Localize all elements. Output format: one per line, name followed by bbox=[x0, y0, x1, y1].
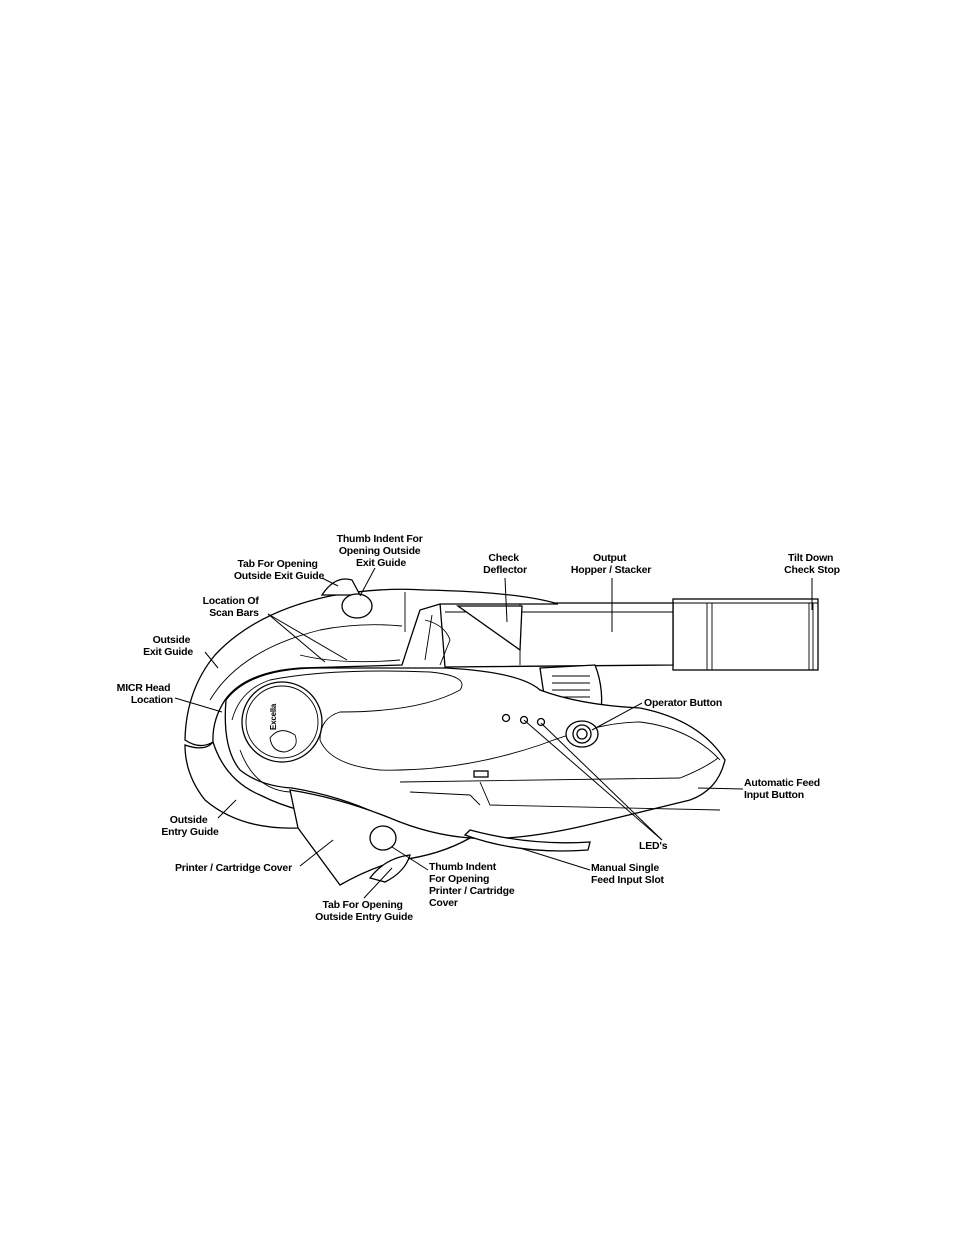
exit-guide-tab bbox=[320, 578, 362, 596]
label-tilt-down: Tilt Down Check Stop bbox=[784, 552, 840, 576]
label-manual-slot: Manual Single Feed Input Slot bbox=[591, 862, 665, 886]
front-feed-panel bbox=[399, 757, 721, 811]
label-auto-feed: Automatic Feed Input Button bbox=[744, 777, 823, 801]
manual-feed-slot bbox=[463, 829, 591, 852]
emblem: Excella bbox=[241, 681, 323, 763]
check-deflector bbox=[455, 605, 523, 652]
thumb-indent-printer bbox=[369, 825, 397, 851]
tilt-down-check-stop bbox=[672, 598, 819, 671]
entry-guide bbox=[184, 740, 301, 829]
callout-labels: Thumb Indent For Opening Outside Exit Gu… bbox=[117, 533, 840, 923]
label-check-deflector: Check Deflector bbox=[483, 552, 527, 576]
status-indicator bbox=[473, 770, 489, 778]
label-scan-bars: Location Of Scan Bars bbox=[203, 595, 262, 619]
label-printer-cover: Printer / Cartridge Cover bbox=[175, 862, 292, 874]
label-output-hopper: Output Hopper / Stacker bbox=[571, 552, 651, 576]
exit-guide-shell bbox=[184, 588, 559, 747]
label-entry-guide: Outside Entry Guide bbox=[161, 814, 219, 838]
entry-guide-tab bbox=[368, 854, 411, 883]
emblem-text: Excella bbox=[269, 703, 278, 730]
leds bbox=[501, 713, 546, 727]
label-tab-entry-guide: Tab For Opening Outside Entry Guide bbox=[315, 899, 413, 923]
label-thumb-indent-printer: Thumb Indent For Opening Printer / Cartr… bbox=[429, 861, 517, 909]
operator-button[interactable] bbox=[565, 720, 599, 748]
scan-bars bbox=[299, 614, 451, 666]
label-micr-head: MICR Head Location bbox=[117, 682, 173, 706]
label-tab-exit-guide: Tab For Opening Outside Exit Guide bbox=[234, 558, 325, 582]
label-operator-button: Operator Button bbox=[644, 697, 722, 709]
leader-lines bbox=[174, 567, 813, 899]
label-thumb-indent-exit: Thumb Indent For Opening Outside Exit Gu… bbox=[337, 533, 426, 569]
label-exit-guide: Outside Exit Guide bbox=[143, 634, 193, 658]
thumb-indent-exit bbox=[341, 593, 373, 619]
main-body bbox=[224, 667, 726, 840]
label-leds: LED's bbox=[639, 840, 668, 852]
scanner-device: Excella bbox=[184, 578, 819, 886]
